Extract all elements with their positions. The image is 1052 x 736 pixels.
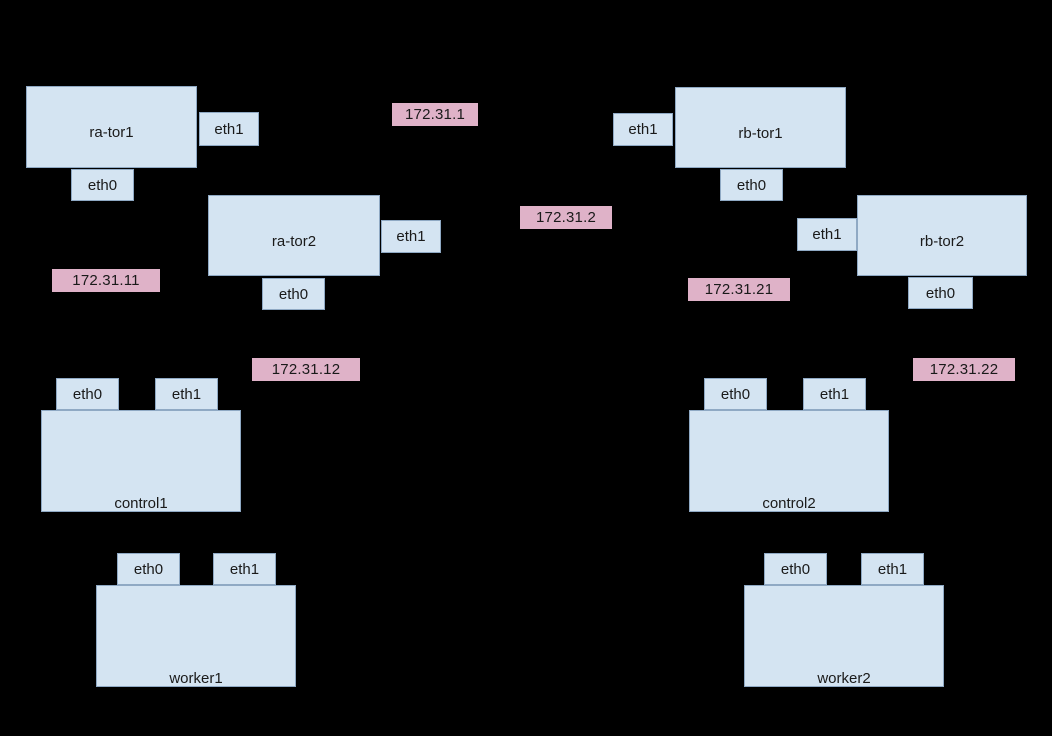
iface-control2-eth1[interactable]: eth1 (803, 378, 866, 410)
iface-worker2-eth0[interactable]: eth0 (764, 553, 827, 585)
node-ra-tor2[interactable]: ra-tor2 (208, 195, 380, 276)
node-label: worker2 (817, 670, 871, 687)
iface-worker1-eth0[interactable]: eth0 (117, 553, 180, 585)
iface-control1-eth1[interactable]: eth1 (155, 378, 218, 410)
iface-ra-tor2-eth1[interactable]: eth1 (381, 220, 441, 253)
iface-rb-tor2-eth1[interactable]: eth1 (797, 218, 857, 251)
iface-worker1-eth1[interactable]: eth1 (213, 553, 276, 585)
ip-label-172-31-22: 172.31.22 (913, 358, 1015, 381)
node-label: rb-tor2 (919, 233, 965, 250)
iface-control1-eth0[interactable]: eth0 (56, 378, 119, 410)
iface-rb-tor1-eth0[interactable]: eth0 (720, 169, 783, 201)
iface-ra-tor2-eth0[interactable]: eth0 (262, 278, 325, 310)
ip-label-172-31-11: 172.31.11 (52, 269, 160, 292)
iface-ra-tor1-eth1[interactable]: eth1 (199, 112, 259, 146)
ip-label-172-31-1: 172.31.1 (392, 103, 478, 126)
node-worker2[interactable]: worker2 (744, 585, 944, 687)
ip-label-172-31-2: 172.31.2 (520, 206, 612, 229)
node-ra-tor1[interactable]: ra-tor1 (26, 86, 197, 168)
iface-rb-tor2-eth0[interactable]: eth0 (908, 277, 973, 309)
node-label: ra-tor2 (271, 233, 317, 250)
iface-ra-tor1-eth0[interactable]: eth0 (71, 169, 134, 201)
node-control1[interactable]: control1 (41, 410, 241, 512)
ip-label-172-31-21: 172.31.21 (688, 278, 790, 301)
node-label: rb-tor1 (738, 125, 783, 142)
ip-label-172-31-12: 172.31.12 (252, 358, 360, 381)
iface-rb-tor1-eth1[interactable]: eth1 (613, 113, 673, 146)
node-rb-tor2[interactable]: rb-tor2 (857, 195, 1027, 276)
node-label: control2 (762, 495, 816, 512)
iface-control2-eth0[interactable]: eth0 (704, 378, 767, 410)
node-label: ra-tor1 (89, 124, 134, 141)
node-label: control1 (114, 495, 168, 512)
node-label: worker1 (169, 670, 223, 687)
node-worker1[interactable]: worker1 (96, 585, 296, 687)
node-control2[interactable]: control2 (689, 410, 889, 512)
node-rb-tor1[interactable]: rb-tor1 (675, 87, 846, 168)
iface-worker2-eth1[interactable]: eth1 (861, 553, 924, 585)
